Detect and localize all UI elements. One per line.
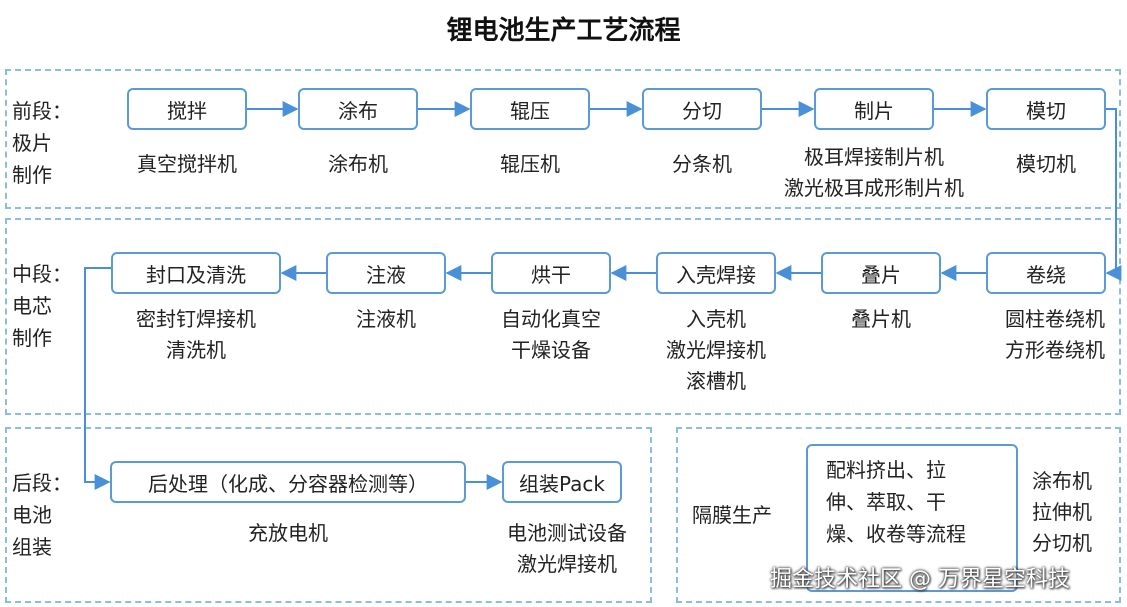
step-drying: 烘干 (491, 252, 611, 294)
watermark: 掘金技术社区 @ 万界星空科技 (770, 567, 1070, 592)
step-stacking: 叠片 (821, 252, 941, 294)
equipment-coating: 涂布机 (328, 152, 388, 176)
step-mixing: 搅拌 (127, 88, 247, 130)
arrow-die-cutting-to-winding (1105, 108, 1122, 281)
step-die-cutting: 模切 (986, 88, 1106, 130)
diagram-title: 锂电池生产工艺流程 (446, 16, 681, 46)
arrow-sealing-to-post-processing (84, 267, 111, 490)
equipment-casing-welding: 入壳机激光焊接机滚槽机 (666, 307, 766, 393)
middle-section-label: 中段：电芯制作 (12, 262, 72, 350)
back-section-label: 后段：电池组装 (12, 471, 72, 559)
step-electrolyte-filling: 注液 (326, 252, 446, 294)
step-rolling: 辊压 (470, 88, 590, 130)
equipment-electrolyte-filling: 注液机 (356, 307, 416, 331)
separator-section-label: 隔膜生产 (692, 503, 772, 527)
step-slitting: 分切 (642, 88, 762, 130)
front-section-label: 前段：极片制作 (12, 99, 72, 187)
section-back (5, 427, 652, 603)
equipment-stacking: 叠片机 (851, 307, 911, 331)
step-sealing-cleaning: 封口及清洗 (111, 252, 281, 294)
equipment-drying: 自动化真空干燥设备 (501, 307, 601, 362)
separator-equipment: 涂布机拉伸机分切机 (1032, 469, 1092, 555)
equipment-mixing: 真空搅拌机 (137, 152, 237, 176)
section-separator (676, 427, 1121, 603)
step-casing-welding: 入壳焊接 (656, 252, 776, 294)
equipment-post-processing: 充放电机 (248, 521, 328, 545)
equipment-pack-assembly: 电池测试设备激光焊接机 (507, 521, 627, 576)
step-post-processing: 后处理（化成、分容器检测等） (110, 461, 466, 503)
equipment-rolling: 辊压机 (500, 152, 560, 176)
equipment-sealing-cleaning: 密封钉焊接机清洗机 (136, 307, 256, 362)
step-winding: 卷绕 (986, 252, 1106, 294)
section-front (5, 69, 1121, 209)
step-tab-making: 制片 (814, 88, 934, 130)
separator-process-box: 配料挤出、拉伸、萃取、干燥、收卷等流程 (806, 444, 1018, 592)
equipment-slitting: 分条机 (672, 152, 732, 176)
equipment-winding: 圆柱卷绕机方形卷绕机 (1005, 307, 1105, 362)
equipment-tab-making: 极耳焊接制片机激光极耳成形制片机 (784, 145, 964, 200)
step-pack-assembly: 组装Pack (502, 461, 622, 503)
section-middle (5, 218, 1121, 415)
equipment-die-cutting: 模切机 (1016, 152, 1076, 176)
step-coating: 涂布 (298, 88, 418, 130)
